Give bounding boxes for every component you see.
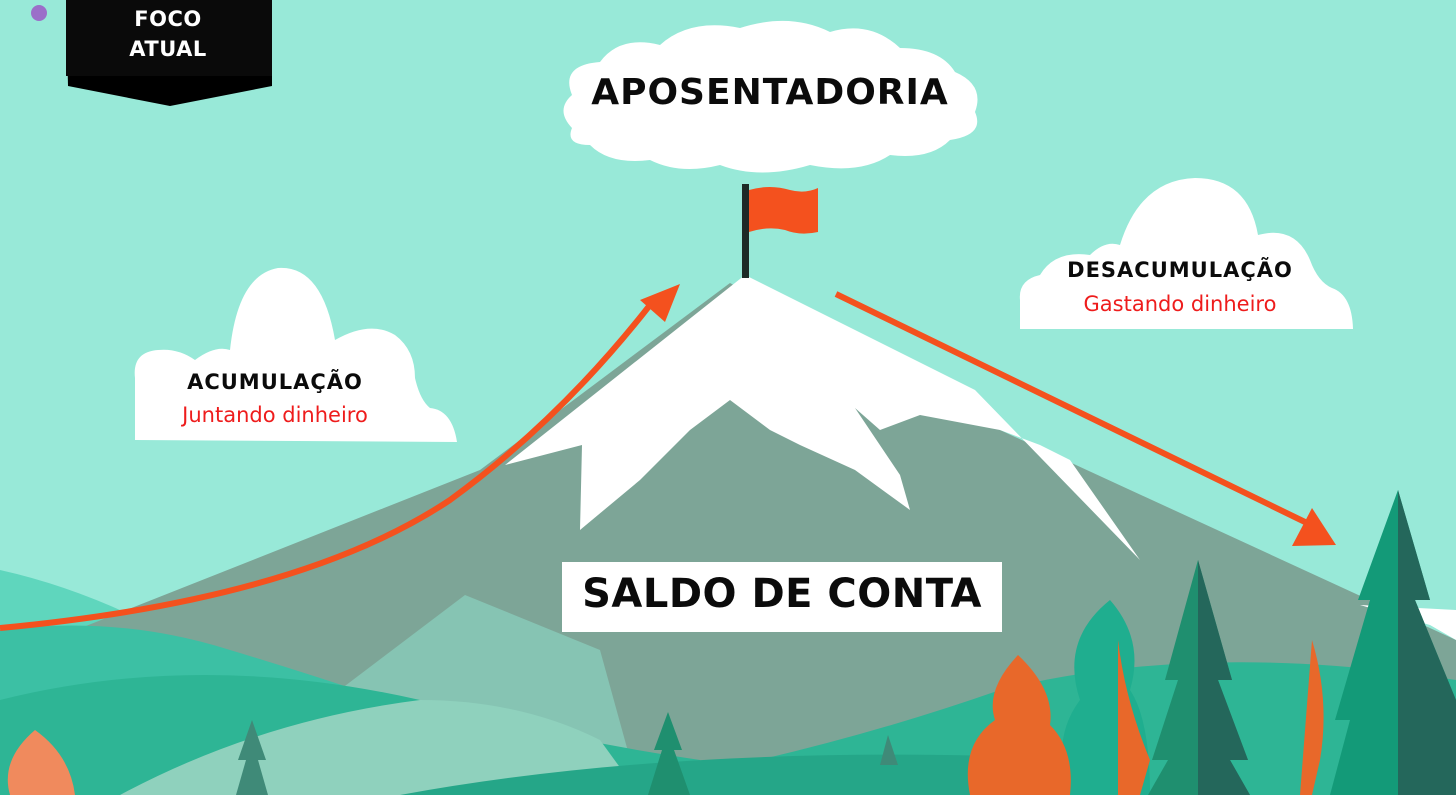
tree-green-2-shade <box>1398 490 1456 795</box>
tree-small-1 <box>236 720 268 795</box>
accumulation-title: ACUMULAÇÃO <box>187 370 363 394</box>
flag-pole <box>742 184 749 278</box>
hill-bottom <box>400 754 1100 795</box>
accumulation-subtitle: Juntando dinheiro <box>182 403 368 427</box>
peak-label: APOSENTADORIA <box>591 72 949 113</box>
decumulation-arrowhead <box>1292 508 1336 546</box>
flag <box>749 187 818 234</box>
cloud-accumulation <box>134 267 458 442</box>
tree-orange-left <box>7 730 75 795</box>
decumulation-title: DESACUMULAÇÃO <box>1067 258 1293 282</box>
cloud-decumulation <box>1019 178 1353 329</box>
balance-box <box>562 562 1002 632</box>
focus-badge-line2: ATUAL <box>129 37 207 61</box>
tree-small-3 <box>880 735 898 765</box>
decumulation-arrow <box>834 291 1307 525</box>
tree-small-2 <box>648 712 690 795</box>
marker-dot <box>31 5 47 21</box>
decumulation-subtitle: Gastando dinheiro <box>1083 292 1277 316</box>
snow-cap <box>505 275 1140 560</box>
tree-orange-3 <box>1300 640 1324 795</box>
snow-patch-right <box>1360 605 1456 640</box>
cloud-retirement <box>563 20 978 173</box>
balance-label: SALDO DE CONTA <box>582 571 982 617</box>
accumulation-arrowhead <box>640 284 680 322</box>
focus-badge-label: FOCO ATUAL <box>68 4 268 64</box>
accumulation-arrow <box>0 303 653 631</box>
focus-badge-shine <box>66 0 272 76</box>
tree-green-1-shade <box>1198 560 1250 795</box>
focus-badge-line1: FOCO <box>134 7 202 31</box>
tree-orange-1 <box>967 655 1071 795</box>
tree-orange-2 <box>1118 640 1150 795</box>
